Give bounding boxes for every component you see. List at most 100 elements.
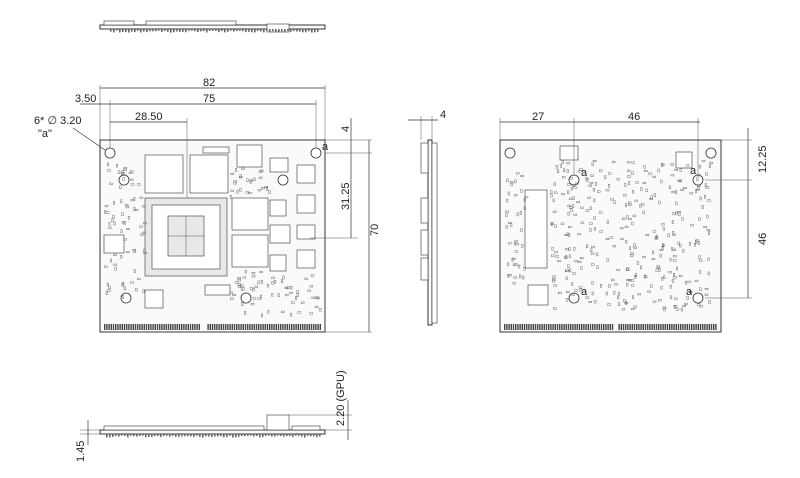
dim-mid: 31.25 [340,182,352,210]
smd-part [573,186,578,189]
smd-part [244,269,247,274]
smd-part [662,306,667,309]
smd-part [631,171,634,176]
smd-part [674,168,678,171]
connector-pin [271,324,273,330]
smd-part [697,241,700,245]
edge-component [319,434,321,437]
edge-component [197,29,199,33]
connector-pin [156,324,159,330]
connector-pin [284,324,286,330]
smd-part [309,285,314,288]
smd-part [552,275,556,278]
smd-part [660,286,663,290]
smd-part [241,302,244,306]
smd-part [562,176,566,179]
connector-pin [119,324,121,330]
connector-pin [258,324,260,330]
smd-part [572,184,576,187]
smd-part [623,194,627,197]
smd-part [237,283,242,286]
smd-part [253,177,256,181]
smd-part [669,285,672,289]
smd-part [553,182,556,186]
edge-component [191,29,193,31]
smd-part [510,181,514,184]
smd-part [704,183,707,187]
smd-part [237,285,242,288]
edge-component [254,29,256,33]
edge-connector [504,324,717,330]
smd-part [236,190,239,194]
edge-component [166,434,168,436]
smd-part [696,188,700,191]
connector-pin [702,324,704,330]
smd-part [626,282,629,287]
edge-component [224,29,226,33]
smd-part [613,291,616,295]
connector-pin [275,324,277,330]
smd-part [605,237,610,240]
smd-part [242,286,245,291]
smd-part [650,195,653,199]
smd-part [627,169,631,172]
smd-part [565,269,569,272]
connector-pin [141,324,143,330]
smd-part [659,254,662,258]
smd-part [307,289,311,292]
smd-part [696,174,701,177]
smd-part [684,302,688,305]
edge-component [122,29,124,32]
edge-component [256,434,258,436]
connector-pin [313,324,315,330]
smd-part [108,285,111,290]
connector-pin [315,324,317,330]
edge-component [292,434,294,438]
smd-part [704,293,709,296]
edge-component [184,434,186,437]
smd-part [133,197,136,201]
smd-part [644,169,648,172]
smd-part [296,293,299,297]
smd-part [568,197,573,200]
connector-pin [198,324,200,330]
edge-component [296,29,298,32]
smd-part [640,187,643,191]
smd-part [107,169,111,172]
connector-pin [269,324,271,330]
smd-part [670,163,674,166]
connector-pin [154,324,156,330]
smd-part [520,174,524,177]
smd-part [658,299,662,302]
connector-pin [189,324,192,330]
smd-part [706,229,711,232]
connector-pin [112,324,115,330]
smd-part [522,275,525,280]
smd-part [580,221,585,224]
smd-part [230,172,234,175]
smd-part [589,228,592,232]
smd-part [631,161,635,164]
edge-component [263,29,265,33]
smd-part [592,159,597,162]
smd-part [682,249,685,253]
hole-mark: a [581,286,588,298]
connector-pin [664,324,666,330]
edge-component [259,434,261,438]
smd-part [626,215,629,219]
connector-pin [508,324,510,330]
connector-pin [185,324,187,330]
smd-part [571,293,575,296]
smd-part [668,271,672,274]
smd-part [507,191,510,196]
smd-part [672,230,675,235]
smd-part [595,182,598,186]
edge-component [148,434,150,438]
connector-pin [310,324,313,330]
smd-part [699,196,702,201]
smd-part [113,253,117,256]
front-view: a 82 75 3.50 28.50 6* ∅ 3.20 "a" 4 31.25… [34,77,381,333]
smd-part [570,208,573,213]
edge-component [218,29,220,33]
smd-part [229,195,232,199]
